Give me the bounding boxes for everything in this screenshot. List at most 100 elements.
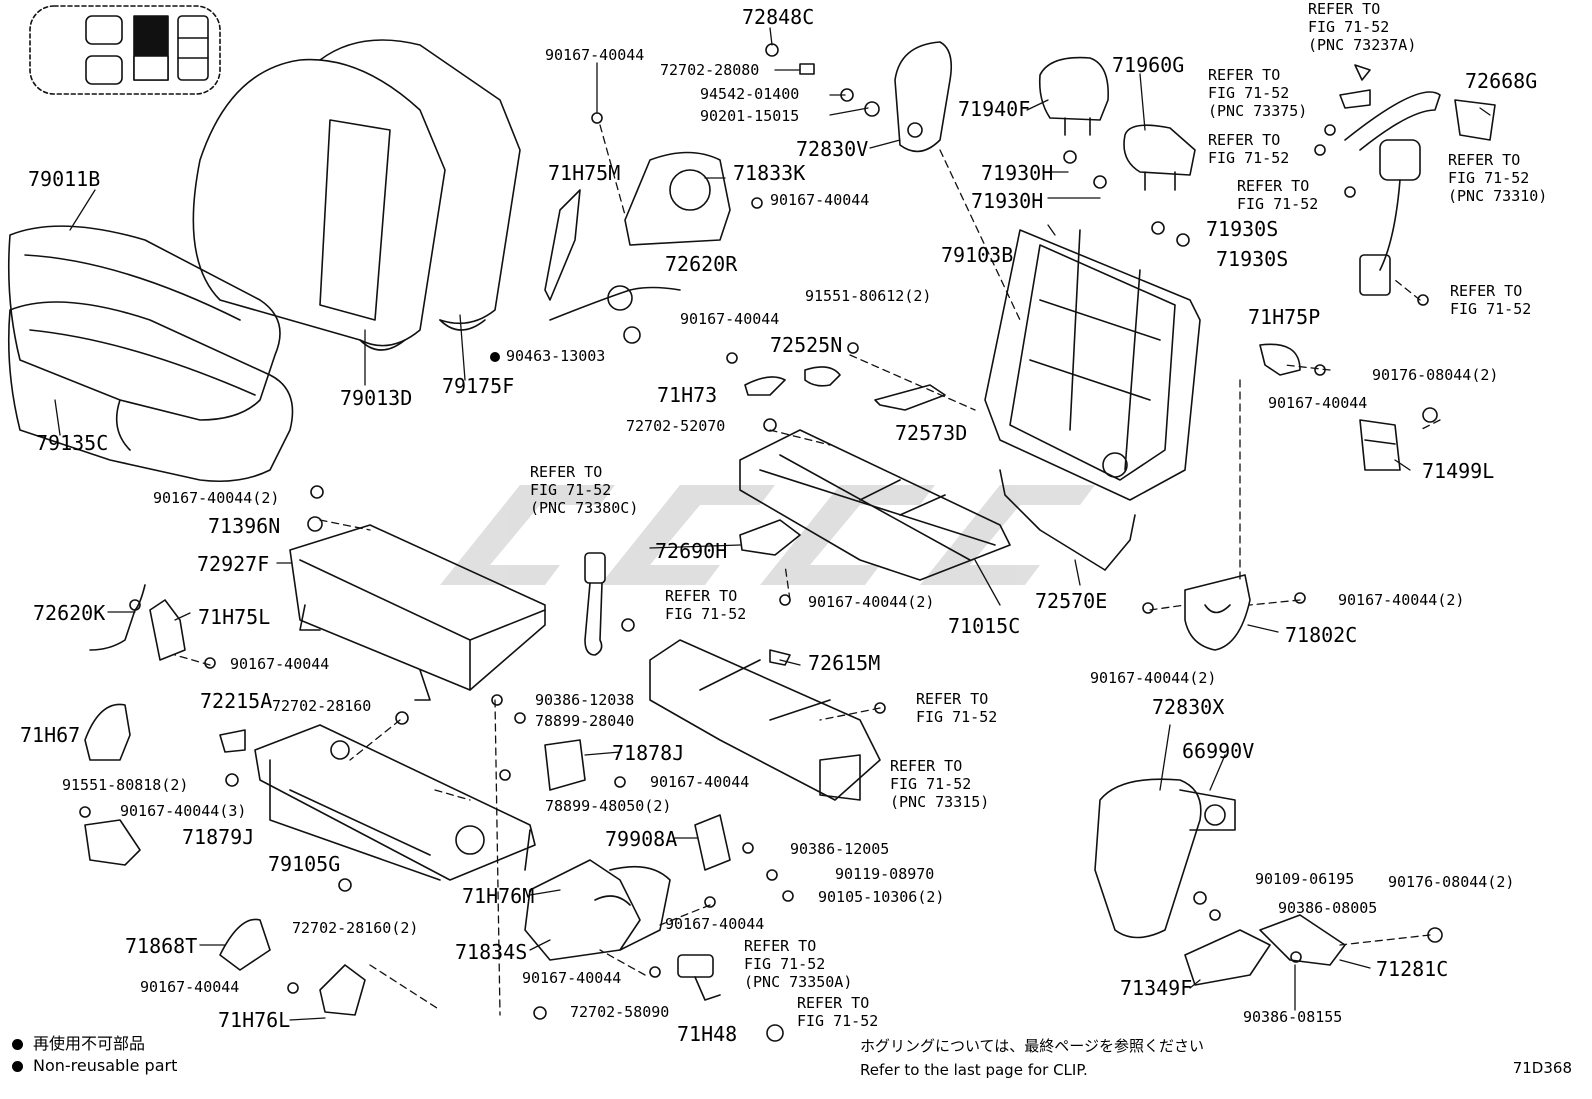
label-90167-40044: 90167-40044 — [665, 915, 765, 933]
label-72927F: 72927F — [197, 552, 270, 576]
label-71499L: 71499L — [1422, 459, 1495, 483]
label-79175F: 79175F — [442, 374, 515, 398]
label-90167-40044: 90167-40044 — [522, 969, 622, 987]
refer-to-fig-71-52[interactable]: REFER TO FIG 71-52 — [1208, 131, 1290, 167]
label-72848C: 72848C — [742, 5, 815, 29]
label-72830X: 72830X — [1152, 695, 1225, 719]
seat-belt-retractor — [1339, 64, 1496, 296]
cable-72570E — [999, 469, 1136, 571]
label-90167-40044-2: 90167-40044(2) — [808, 593, 935, 611]
refer-to-fig-71-52[interactable]: REFER TO FIG 71-52 — [916, 690, 998, 726]
label-71930S: 71930S — [1206, 217, 1279, 241]
label-72620R: 72620R — [665, 252, 738, 276]
label-90167-40044-3: 90167-40044(3) — [120, 802, 247, 820]
panel-72927F — [289, 524, 546, 701]
label-72702-52070: 72702-52070 — [626, 417, 726, 435]
label-71H75M: 71H75M — [548, 161, 621, 185]
trim-71H67 — [84, 703, 131, 761]
legend-text: Non-reusable part — [33, 1056, 178, 1075]
label-90176-08044: 90176-08044(2) — [1372, 366, 1499, 384]
figure-id: 71D368 — [1512, 1059, 1572, 1077]
label-90463-13003: 90463-13003 — [490, 348, 605, 365]
refer-to-fig-71-52[interactable]: REFER TO FIG 71-52 — [665, 587, 747, 623]
label-71H75L: 71H75L — [198, 605, 271, 629]
under-cover-72615M — [649, 639, 881, 801]
label-90167-40044: 90167-40044 — [140, 978, 240, 996]
label-90167-40044: 90167-40044 — [545, 46, 645, 64]
label-72668G: 72668G — [1465, 69, 1538, 93]
label-71834S: 71834S — [455, 940, 528, 964]
label-71H76M: 71H76M — [462, 884, 535, 908]
label-90167-40044: 90167-40044 — [1268, 394, 1368, 412]
label-71930H: 71930H — [981, 161, 1054, 185]
trim-71868T — [219, 918, 271, 971]
refer-to-fig-71-52-pnc-73380c[interactable]: REFER TO FIG 71-52 (PNC 73380C) — [530, 463, 639, 517]
label-71H75P: 71H75P — [1248, 305, 1321, 329]
refer-to-fig-71-52-pnc-73350a[interactable]: REFER TO FIG 71-52 (PNC 73350A) — [744, 937, 853, 991]
refer-to-fig-71-52-pnc-73237a[interactable]: REFER TO FIG 71-52 (PNC 73237A) — [1308, 0, 1417, 54]
label-91551-80612: 91551-80612(2) — [805, 287, 932, 305]
leader-lines — [54, 27, 1491, 1021]
label-72830V: 72830V — [796, 137, 869, 161]
bracket-71349F — [1184, 929, 1271, 986]
seat-cushion-cover — [7, 225, 294, 483]
label-71940F: 71940F — [958, 97, 1031, 121]
label-90109-06195: 90109-06195 — [1255, 870, 1355, 888]
trim-71H75M — [544, 189, 581, 301]
label-71930S: 71930S — [1216, 247, 1289, 271]
seat-cushion-frame — [739, 429, 1011, 581]
label-90167-40044-2: 90167-40044(2) — [1338, 591, 1465, 609]
cover-72215A — [219, 729, 246, 753]
label-72215A: 72215A — [200, 689, 273, 713]
legend-non-reusable-en: Non-reusable part — [12, 1056, 177, 1075]
label-79011B: 79011B — [28, 167, 101, 191]
hinge-79908A — [694, 814, 731, 871]
label-71833K: 71833K — [733, 161, 806, 185]
label-90167-40044: 90167-40044 — [680, 310, 780, 328]
label-71879J: 71879J — [182, 825, 255, 849]
cover-71833K — [624, 151, 731, 246]
label-90386-08155: 90386-08155 — [1243, 1008, 1343, 1026]
seat-lower-frame — [254, 724, 536, 881]
label-71H67: 71H67 — [20, 723, 81, 747]
trim-71H76L — [319, 964, 366, 1016]
label-72690H: 72690H — [655, 539, 728, 563]
label-72702-28160: 72702-28160 — [272, 697, 372, 715]
label-71349F: 71349F — [1120, 976, 1193, 1000]
label-79103B: 79103B — [941, 243, 1014, 267]
refer-to-fig-71-52-pnc-73375[interactable]: REFER TO FIG 71-52 (PNC 73375) — [1208, 66, 1308, 120]
label-71281C: 71281C — [1376, 957, 1449, 981]
label-90119-08970: 90119-08970 — [835, 865, 935, 883]
refer-to-fig-71-52-pnc-73315[interactable]: REFER TO FIG 71-52 (PNC 73315) — [890, 757, 990, 811]
label-72620K: 72620K — [33, 601, 106, 625]
label-90167-40044: 90167-40044 — [770, 191, 870, 209]
refer-to-fig-71-52-pnc-73310[interactable]: REFER TO FIG 71-52 (PNC 73310) — [1448, 151, 1548, 205]
seat-belt-buckle — [584, 552, 606, 656]
bracket-71H75P — [1259, 343, 1301, 376]
label-90167-40044: 90167-40044 — [650, 773, 750, 791]
label-94542-01400: 94542-01400 — [700, 85, 800, 103]
cover-71802C — [1184, 574, 1251, 651]
label-71015C: 71015C — [948, 614, 1021, 638]
latch-71499L — [1359, 419, 1401, 471]
label-90105-10306: 90105-10306(2) — [818, 888, 945, 906]
non-reusable-bullet-icon — [12, 1061, 23, 1072]
belt-buckle-73350A — [677, 954, 721, 1001]
recliner-cover — [524, 859, 671, 961]
bracket-71878J — [544, 739, 586, 791]
label-90176-08044: 90176-08044(2) — [1388, 873, 1515, 891]
label-71878J: 71878J — [612, 741, 685, 765]
label-90167-40044-2: 90167-40044(2) — [153, 489, 280, 507]
non-reusable-bullet-icon — [12, 1039, 23, 1050]
label-72702-58090: 72702-58090 — [570, 1003, 670, 1021]
label-90167-40044: 90167-40044 — [230, 655, 330, 673]
label-90386-08005: 90386-08005 — [1278, 899, 1378, 917]
refer-to-fig-71-52[interactable]: REFER TO FIG 71-52 — [1450, 282, 1532, 318]
trim-71H75L — [149, 599, 186, 661]
refer-to-fig-71-52[interactable]: REFER TO FIG 71-52 — [797, 994, 879, 1030]
watermark-logo — [440, 485, 1095, 585]
note-clip-en: Refer to the last page for CLIP. — [860, 1061, 1088, 1079]
refer-to-fig-71-52[interactable]: REFER TO FIG 71-52 — [1237, 177, 1319, 213]
